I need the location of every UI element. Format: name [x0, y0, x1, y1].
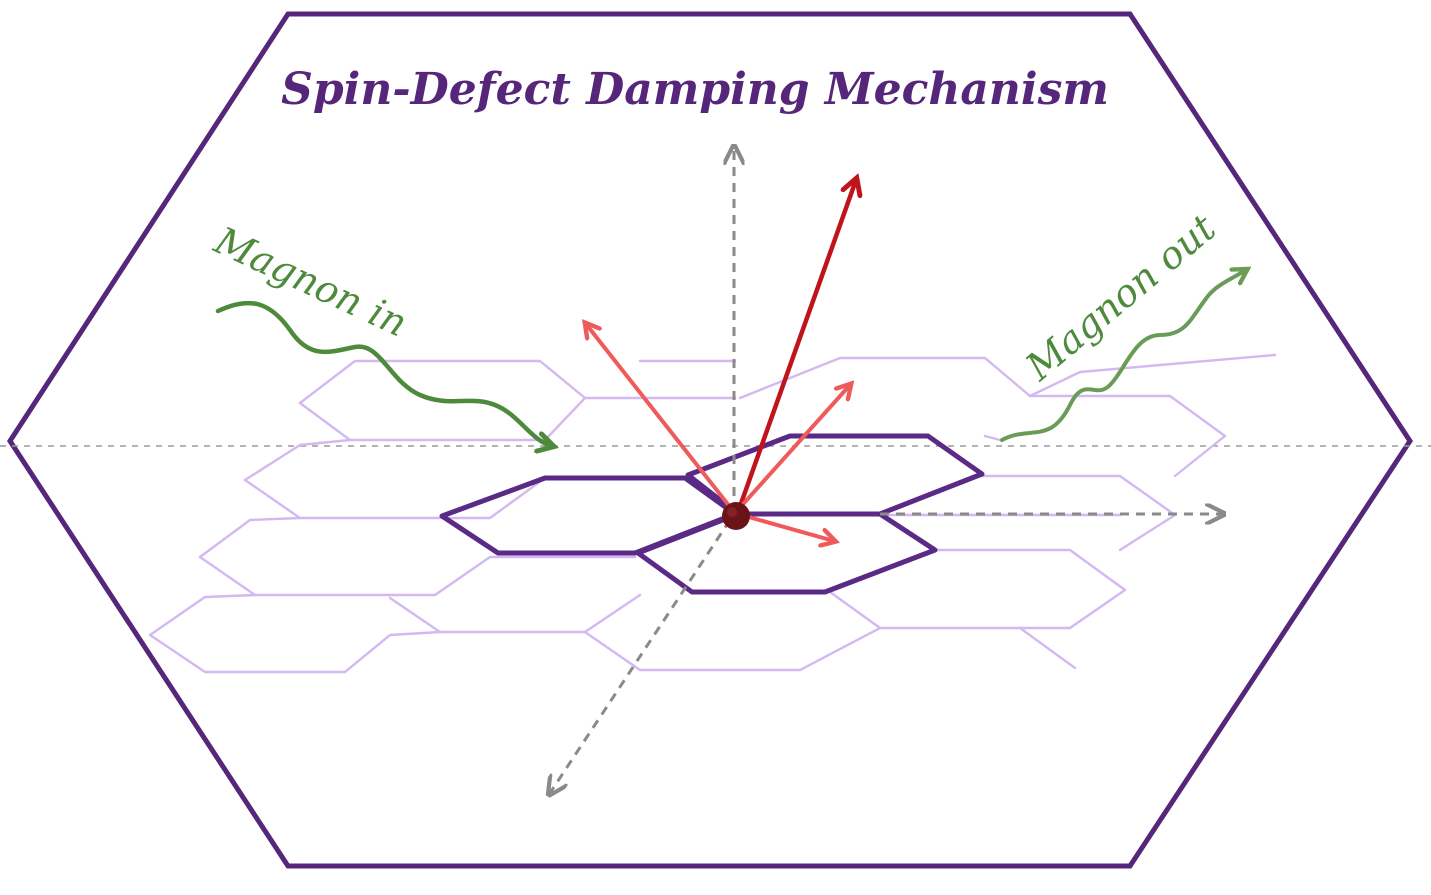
spin-arrow-main — [735, 180, 856, 515]
coordinate-axes — [550, 148, 1222, 793]
spin-arrow-upper-right — [734, 385, 850, 514]
defect-site-highlight — [727, 507, 737, 517]
defect-site — [722, 502, 750, 530]
spin-vectors — [586, 180, 856, 541]
spin-arrow-upper-left — [586, 324, 736, 514]
spin-arrow-lower-right — [736, 512, 834, 541]
y-axis — [550, 519, 732, 793]
diagram-title: Spin-Defect Damping Mechanism — [281, 64, 1109, 115]
hexagon-frame — [7, 11, 1413, 869]
magnon-in-wave — [215, 300, 552, 446]
magnon-out-wave — [1000, 270, 1246, 442]
